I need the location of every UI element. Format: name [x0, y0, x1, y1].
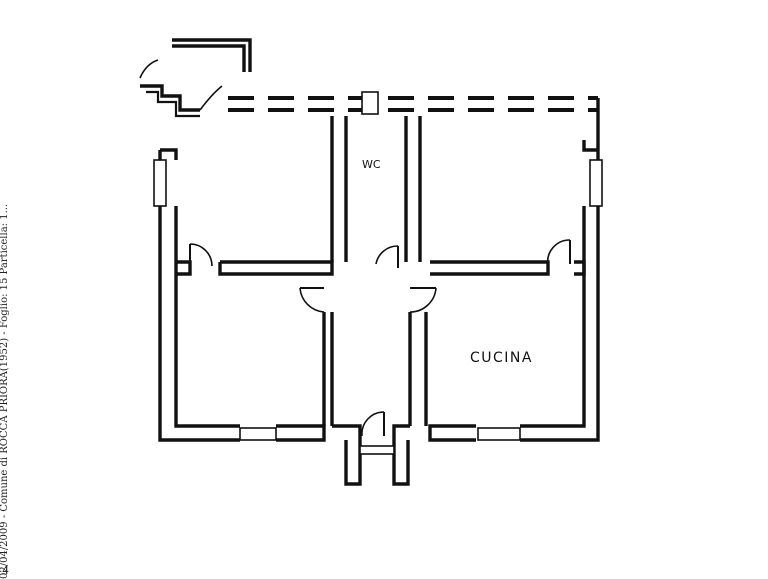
room-label-kitchen: CUCINA	[470, 350, 533, 366]
doors	[189, 239, 571, 437]
side-stamp: 02/04/2009 - Comune di ROCCA PRIORA(1952…	[0, 203, 10, 579]
windows	[153, 159, 603, 455]
outer-walls	[158, 140, 600, 486]
top-left-corner-walls	[139, 38, 252, 118]
corner-mark: 4	[2, 564, 9, 577]
top-dashed-boundary	[228, 91, 600, 150]
interior-walls	[176, 116, 586, 440]
room-label-wc: WC	[362, 158, 381, 171]
